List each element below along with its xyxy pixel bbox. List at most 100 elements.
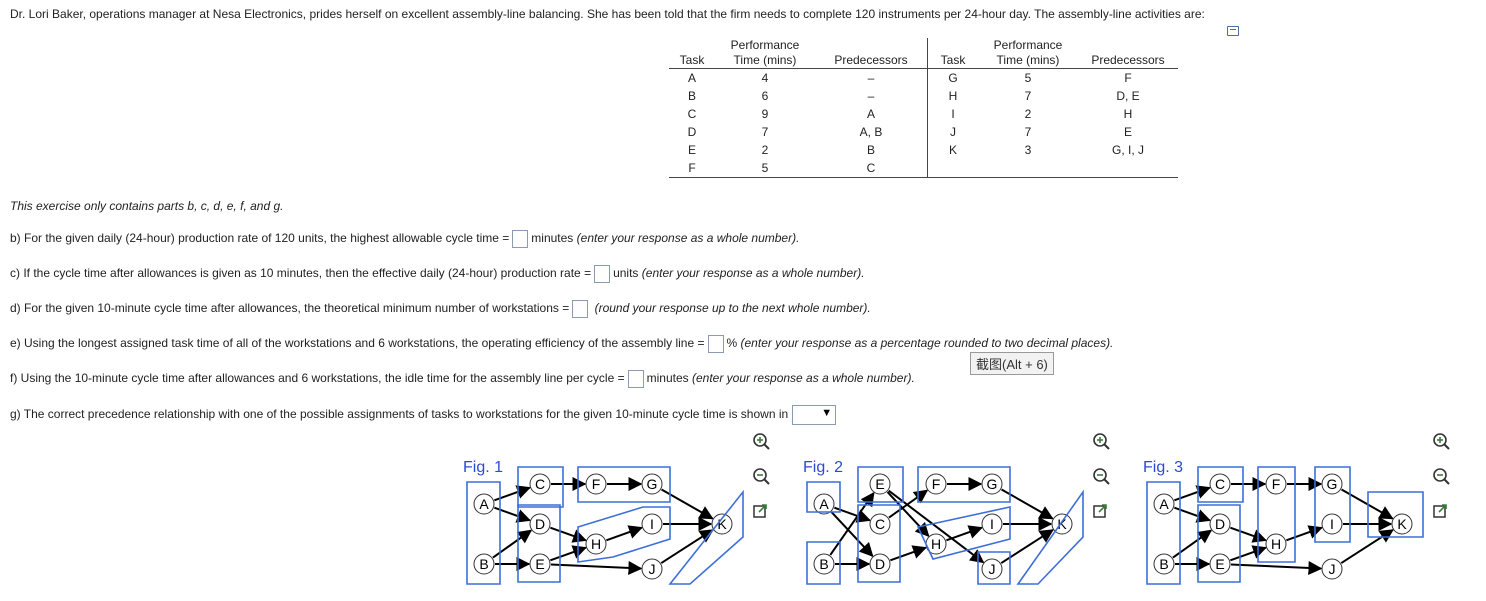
task-node-label: G xyxy=(647,476,658,492)
table-cell-pred: F xyxy=(1124,71,1132,85)
workstation-box xyxy=(1314,466,1351,543)
task-node xyxy=(925,473,947,495)
table-cell-time: 2 xyxy=(1024,107,1032,121)
workstation-box xyxy=(916,506,1011,560)
task-node-label: J xyxy=(989,561,996,577)
precedence-arrow xyxy=(890,545,927,562)
zoom-in-icon[interactable] xyxy=(753,433,770,450)
question-d: d) For the given 10-minute cycle time af… xyxy=(10,300,871,318)
table-cell-pred: G, I, J xyxy=(1111,143,1144,157)
table-cell-time xyxy=(978,159,1078,178)
answer-d-input[interactable] xyxy=(572,300,589,318)
task-node xyxy=(1209,473,1231,495)
intro-text: Dr. Lori Baker, operations manager at Ne… xyxy=(10,7,1205,21)
col-pred-2: Predecessors xyxy=(1078,38,1178,69)
task-node-label: K xyxy=(1397,516,1407,532)
table-cell-time: 6 xyxy=(761,89,769,103)
task-node-label: E xyxy=(875,476,884,492)
precedence-arrow xyxy=(660,529,714,564)
task-node xyxy=(1209,513,1231,535)
precedence-arrow xyxy=(829,491,875,556)
table-cell-task: E xyxy=(687,143,696,157)
workstation-box xyxy=(577,466,671,503)
task-node-label: B xyxy=(479,556,488,572)
task-node-label: F xyxy=(592,476,601,492)
question-g: g) The correct precedence relationship w… xyxy=(10,405,837,425)
zoom-out-icon[interactable] xyxy=(753,468,770,485)
task-node-label: C xyxy=(1215,476,1225,492)
col-task: Task xyxy=(669,38,715,69)
table-cell-pred xyxy=(1078,159,1178,178)
zoom-in-icon[interactable] xyxy=(1093,433,1110,450)
task-node-label: J xyxy=(1329,561,1336,577)
precedence-arrow xyxy=(1230,560,1323,575)
task-node xyxy=(711,513,733,535)
task-node-label: C xyxy=(535,476,545,492)
precedence-arrow xyxy=(1230,545,1267,562)
precedence-arrow xyxy=(606,525,643,542)
task-node xyxy=(1153,493,1175,515)
task-node-label: I xyxy=(1330,516,1334,532)
task-node xyxy=(869,513,891,535)
task-node-label: A xyxy=(479,496,489,512)
open-new-window-icon[interactable] xyxy=(1433,504,1447,518)
answer-b-input[interactable] xyxy=(512,230,529,248)
workstation-box xyxy=(517,504,561,583)
copy-icon[interactable] xyxy=(1227,26,1239,36)
workstation-box xyxy=(517,466,564,508)
workstation-box xyxy=(806,481,841,513)
task-node xyxy=(1321,473,1343,495)
figure-select-dropdown[interactable] xyxy=(792,405,837,425)
open-new-window-icon[interactable] xyxy=(753,504,767,518)
workstation-box xyxy=(857,466,904,503)
task-node-label: F xyxy=(932,476,941,492)
table-cell-time: 9 xyxy=(761,107,769,121)
task-node xyxy=(641,513,663,535)
precedence-arrow xyxy=(1286,525,1323,542)
task-node-label: I xyxy=(990,516,994,532)
task-node-label: D xyxy=(535,516,545,532)
open-new-window-icon[interactable] xyxy=(1093,504,1107,518)
answer-c-input[interactable] xyxy=(594,265,611,283)
task-node xyxy=(1265,473,1287,495)
task-node-label: B xyxy=(1159,556,1168,572)
precedence-arrow xyxy=(492,529,533,559)
precedence-arrow xyxy=(1340,529,1394,564)
task-node xyxy=(1153,553,1175,575)
workstation-box xyxy=(806,541,841,585)
task-node-label: G xyxy=(1327,476,1338,492)
precedence-arrow xyxy=(1001,488,1054,520)
task-node xyxy=(473,553,495,575)
task-node-label: E xyxy=(535,556,544,572)
table-cell-task: I xyxy=(927,105,978,123)
workstation-box xyxy=(1016,489,1084,585)
table-cell-time: 7 xyxy=(1024,125,1032,139)
zoom-out-icon[interactable] xyxy=(1093,468,1110,485)
workstation-box xyxy=(1367,491,1424,538)
workstation-box xyxy=(668,489,744,585)
zoom-out-icon[interactable] xyxy=(1433,468,1450,485)
task-node-label: C xyxy=(875,516,885,532)
task-node xyxy=(585,473,607,495)
workstation-box xyxy=(1257,466,1296,563)
task-node xyxy=(869,473,891,495)
answer-f-input[interactable] xyxy=(627,370,644,388)
table-cell-pred: A, B xyxy=(859,125,883,139)
table-cell-time: 2 xyxy=(761,143,769,157)
table-cell-task: C xyxy=(687,107,697,121)
precedence-arrow xyxy=(830,511,874,557)
zoom-in-icon[interactable] xyxy=(1433,433,1450,450)
task-node xyxy=(641,473,663,495)
workstation-box xyxy=(1197,504,1241,583)
answer-e-input[interactable] xyxy=(707,335,724,353)
task-node xyxy=(869,553,891,575)
table-cell-pred: E xyxy=(1123,125,1132,139)
table-cell-time: 5 xyxy=(1024,71,1032,85)
question-f: f) Using the 10-minute cycle time after … xyxy=(10,370,915,388)
